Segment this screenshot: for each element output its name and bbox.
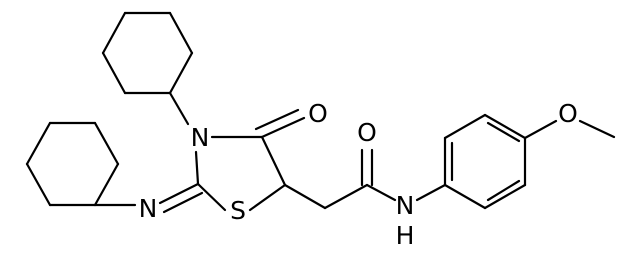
bond (168, 51, 194, 95)
aromatic-bond-inner (486, 179, 521, 202)
atom-n-imine: N (139, 194, 158, 223)
atom-n-amide: N (396, 191, 415, 220)
bond (483, 113, 527, 140)
bond (443, 183, 487, 210)
top-cyclohexyl-ring (101, 11, 194, 95)
bond (93, 121, 120, 166)
bond-c2-to-n (194, 150, 200, 186)
bond-ring-carbonyl-double-a (260, 116, 306, 139)
left-cyclohexyl-ring (25, 121, 120, 207)
bond (101, 11, 127, 55)
atom-h-amide: H (396, 221, 415, 250)
bond (93, 162, 120, 207)
bond-imine-double-b (162, 191, 204, 214)
bond-amide-c-to-n (365, 183, 397, 202)
aromatic-bond-inner (486, 121, 521, 143)
bond-ch-to-s (248, 183, 287, 212)
bond (25, 121, 52, 166)
bond (168, 11, 194, 55)
bond-imine-double-a (158, 182, 200, 205)
atom-s-ring: S (230, 196, 246, 225)
bond-aryl-to-o (523, 119, 558, 140)
bond-n-to-aryl (415, 183, 447, 202)
atom-o-methoxy: O (558, 99, 578, 128)
bond-ch2-to-amide-c (323, 183, 369, 210)
thiazolidinone-ring (194, 135, 287, 212)
bond (101, 51, 127, 95)
atom-o-amide: O (357, 118, 377, 147)
bond-ring-carbonyl-double-b (254, 108, 300, 131)
bond-cyclohexyl-to-n (168, 91, 190, 126)
bond-ch-to-ch2 (283, 183, 327, 210)
atom-n-ring: N (191, 123, 210, 152)
bond (25, 162, 52, 207)
bond-o-to-methyl (578, 119, 616, 139)
methoxyphenyl-ring (443, 113, 527, 210)
bond-s-to-c2 (196, 182, 227, 212)
atom-o-ring-carbonyl: O (308, 99, 328, 128)
bond-carbonyl-c-to-ch (260, 135, 287, 187)
bond (443, 113, 487, 140)
bond (483, 183, 527, 210)
